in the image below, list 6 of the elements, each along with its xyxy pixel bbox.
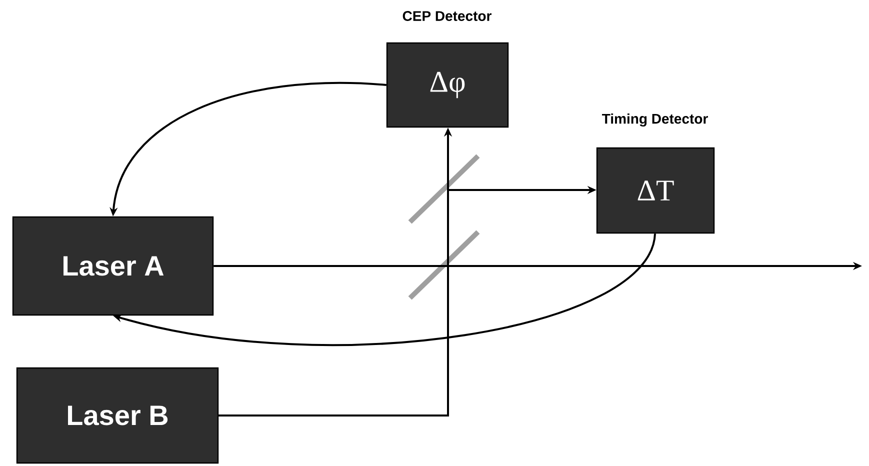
laser-box: Laser A — [12, 216, 214, 316]
detector-box: ΔT — [596, 147, 715, 234]
laser-box: Laser B — [16, 367, 219, 464]
detector-heading: CEP Detector — [402, 11, 492, 21]
detector-heading: Timing Detector — [602, 113, 708, 127]
detector-box: Δφ — [386, 42, 509, 128]
